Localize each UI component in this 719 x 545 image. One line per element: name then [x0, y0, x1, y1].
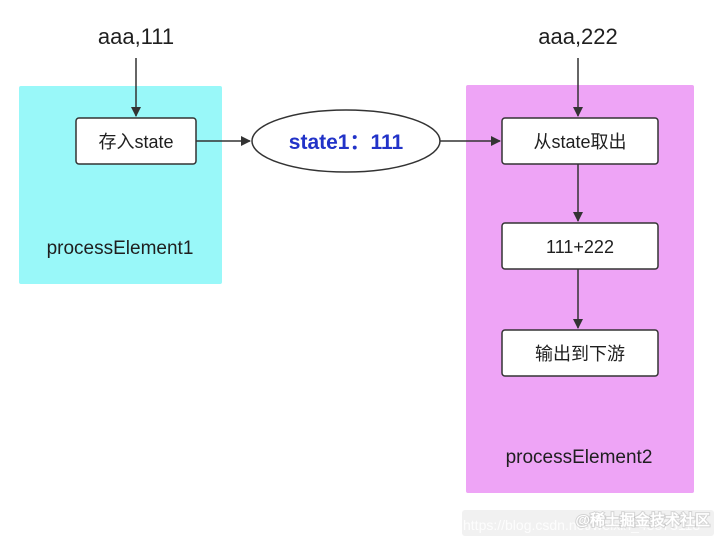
- watermark-url: https://blog.csdn.net/weixin_43878118: [463, 517, 700, 533]
- take-from-state-label: 从state取出: [533, 132, 626, 152]
- sum-label: 111+222: [546, 237, 614, 257]
- process-element-1-label: processElement1: [47, 238, 194, 259]
- store-state-label: 存入state: [98, 132, 173, 152]
- input-left-label: aaa,111: [98, 24, 174, 49]
- process-element-2-region: [466, 85, 694, 493]
- output-downstream-label: 输出到下游: [535, 344, 625, 364]
- state-ellipse-label: state1：111: [289, 131, 404, 154]
- output-downstream-node: [501, 329, 659, 377]
- take-from-state-node: [501, 117, 659, 165]
- watermark-background: [462, 510, 714, 536]
- process-element-2-label: processElement2: [506, 447, 653, 468]
- sum-node: [501, 222, 659, 270]
- input-right-label: aaa,222: [538, 24, 618, 49]
- watermark-brand: @稀土掘金技术社区: [575, 511, 710, 529]
